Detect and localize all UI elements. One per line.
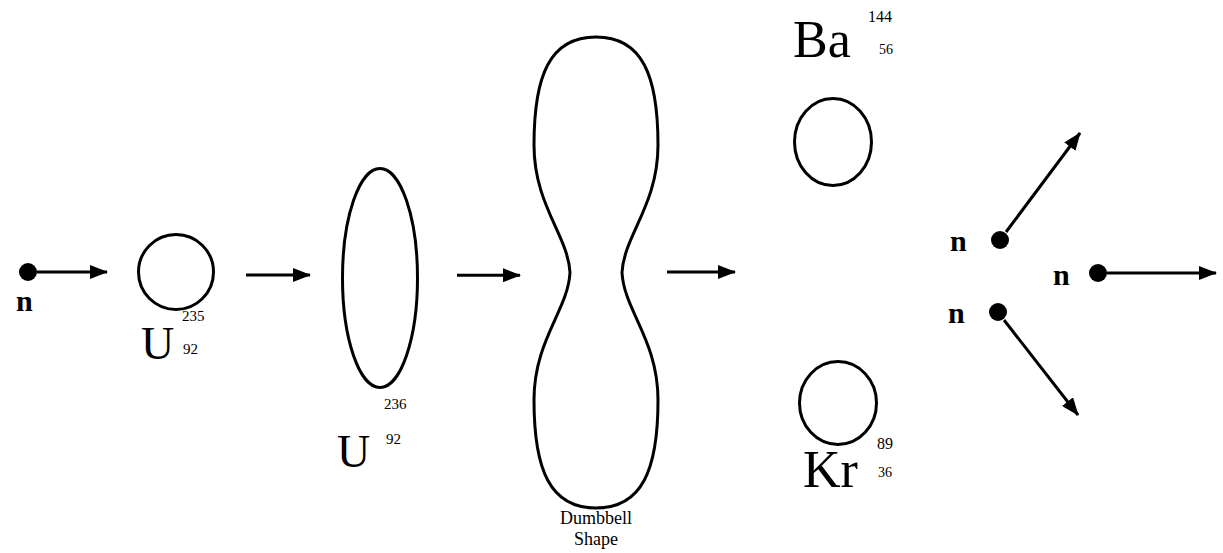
neutron-label: n (16, 286, 33, 316)
mass-number: 235 (182, 309, 205, 324)
nucleus-outline-path (343, 169, 418, 388)
neutron-dot: n (991, 231, 1009, 249)
fragment-circle: Ba14456 (793, 97, 873, 187)
neutron-label: n (950, 226, 967, 256)
dumbbell-nucleus: Dumbbell Shape (532, 35, 660, 510)
neutron-label: n (1053, 260, 1070, 290)
nucleus-ellipse-outline (341, 167, 419, 389)
neutron-dot-outline (19, 263, 37, 281)
neutron-dot-outline (991, 231, 1009, 249)
dumbbell-outline-path (534, 37, 658, 508)
process-arrow (246, 274, 310, 277)
nucleus-outline-path (800, 362, 877, 445)
isotope-symbol: U (141, 321, 174, 367)
process-arrow (667, 271, 735, 274)
process-arrow (37, 271, 107, 274)
mass-number: 89 (877, 436, 893, 452)
neutron-dot-fill (19, 263, 37, 281)
neutron-dot-outline (989, 303, 1007, 321)
mass-number: 144 (868, 9, 892, 25)
nucleus-circle: U23592 (137, 233, 215, 311)
neutron-dot-fill (989, 303, 1007, 321)
isotope-symbol: Ba (793, 14, 851, 66)
neutron-arrow (1107, 272, 1216, 275)
neutron-label: n (948, 298, 965, 328)
fragment-circle-outline (798, 360, 878, 446)
atomic-number: 36 (878, 466, 892, 480)
process-arrow (457, 274, 520, 277)
atomic-number: 92 (183, 342, 198, 357)
neutron-dot: n (989, 303, 1007, 321)
isotope-symbol: Kr (803, 444, 858, 496)
nucleus-outline-path (139, 235, 214, 310)
neutron-dot-fill (1089, 264, 1107, 282)
shape-caption: Dumbbell Shape (551, 508, 641, 550)
fragment-circle: Kr8936 (798, 360, 878, 446)
neutron-dot-fill (991, 231, 1009, 249)
neutron-dot: n (19, 263, 37, 281)
isotope-symbol: U (337, 429, 370, 475)
neutron-arrow (1004, 320, 1078, 415)
neutron-dot-outline (1089, 264, 1107, 282)
neutron-dot: n (1089, 264, 1107, 282)
nucleus-circle-outline (137, 233, 215, 311)
neutron-arrow (1006, 133, 1080, 232)
nucleus-outline-path (795, 99, 872, 186)
mass-number: 236 (384, 397, 407, 412)
atomic-number: 56 (879, 43, 893, 57)
dumbbell-nucleus-outline (532, 35, 660, 510)
fragment-circle-outline (793, 97, 873, 187)
atomic-number: 92 (386, 432, 401, 447)
nucleus-ellipse: U23692 (341, 167, 419, 389)
